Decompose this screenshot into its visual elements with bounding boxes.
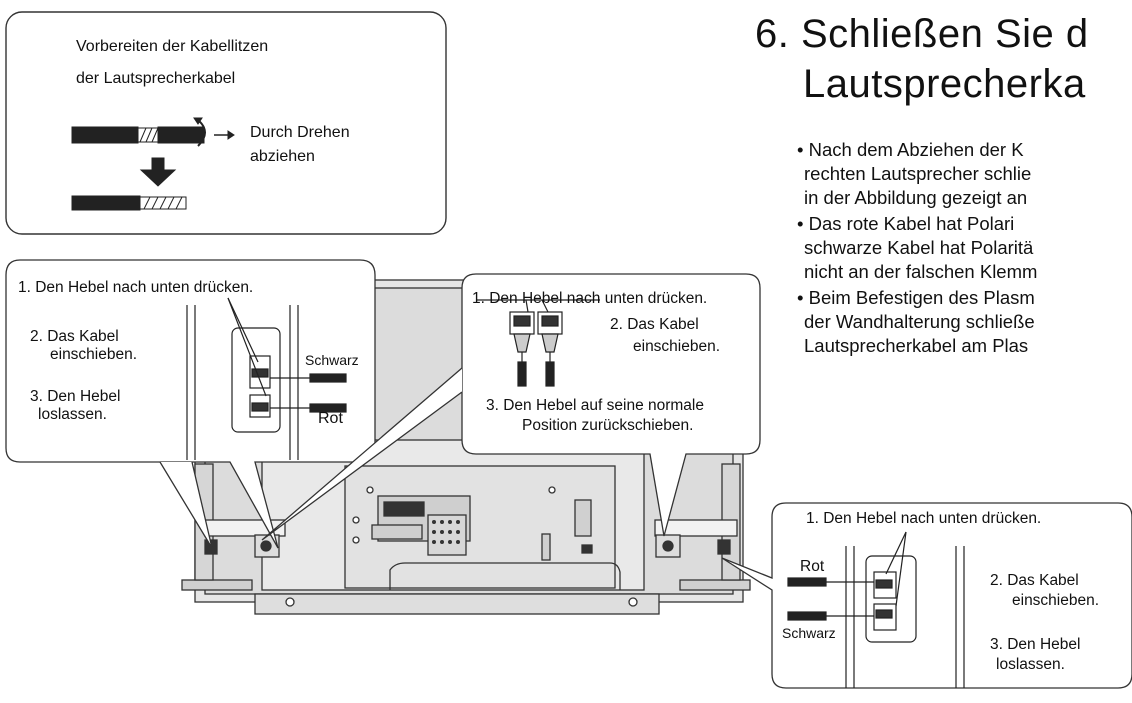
twist-label-line1: Durch Drehen <box>250 124 350 141</box>
bullet-1-line3: in der Abbildung gezeigt an <box>804 187 1028 208</box>
bullet-2-line3: nicht an der falschen Klemm <box>804 261 1038 282</box>
twist-label-line2: abziehen <box>250 148 315 165</box>
step-title-line2: Lautsprecherka <box>803 62 1086 106</box>
left-step3-line2: loslassen. <box>38 406 107 423</box>
right-step3-line2: loslassen. <box>996 656 1065 673</box>
center-step3-line1: 3. Den Hebel auf seine normale <box>486 397 704 414</box>
left-step3-line1: 3. Den Hebel <box>30 388 121 405</box>
left-label-red: Rot <box>318 410 343 427</box>
bullet-2-line2: schwarze Kabel hat Polaritä <box>804 237 1034 258</box>
prep-title-line2: der Lautsprecherkabel <box>76 70 236 87</box>
right-terminal <box>787 531 965 688</box>
bullet-1-line2: rechten Lautsprecher schlie <box>804 163 1032 184</box>
bullet-3-line3: Lautsprecherkabel am Plas <box>804 335 1029 356</box>
left-callout <box>5 259 376 549</box>
left-step1: 1. Den Hebel nach unten drücken. <box>18 279 254 296</box>
prep-title-line1: Vorbereiten der Kabellitzen <box>76 38 269 55</box>
bullet-1-line1: • Nach dem Abziehen der K <box>797 139 1024 160</box>
bullet-3-line2: der Wandhalterung schließe <box>804 311 1035 332</box>
right-step2-line2: einschieben. <box>1012 592 1100 609</box>
center-callout <box>461 273 761 537</box>
center-terminal <box>476 299 600 387</box>
center-step2-line1: 2. Das Kabel <box>610 316 699 333</box>
bullet-2-line1: • Das rote Kabel hat Polari <box>797 213 1015 234</box>
right-step2-line1: 2. Das Kabel <box>990 572 1079 589</box>
center-step1: 1. Den Hebel nach unten drücken. <box>472 290 708 307</box>
right-step1: 1. Den Hebel nach unten drücken. <box>806 510 1042 527</box>
bullet-3-line1: • Beim Befestigen des Plasm <box>797 287 1035 308</box>
step-title-line1: 6. Schließen Sie d <box>755 12 1089 56</box>
prep-box <box>5 11 447 235</box>
center-step3-line2: Position zurückschieben. <box>522 417 694 434</box>
center-step2-line2: einschieben. <box>633 338 721 355</box>
left-label-black: Schwarz <box>305 352 359 368</box>
left-step2-line2: einschieben. <box>50 346 138 363</box>
right-label-red: Rot <box>800 558 825 575</box>
cable-illustration <box>71 117 235 211</box>
left-terminal <box>186 297 347 460</box>
left-step2-line1: 2. Das Kabel <box>30 328 119 345</box>
right-label-black: Schwarz <box>782 625 836 641</box>
right-callout <box>721 502 1132 689</box>
right-step3-line1: 3. Den Hebel <box>990 636 1081 653</box>
